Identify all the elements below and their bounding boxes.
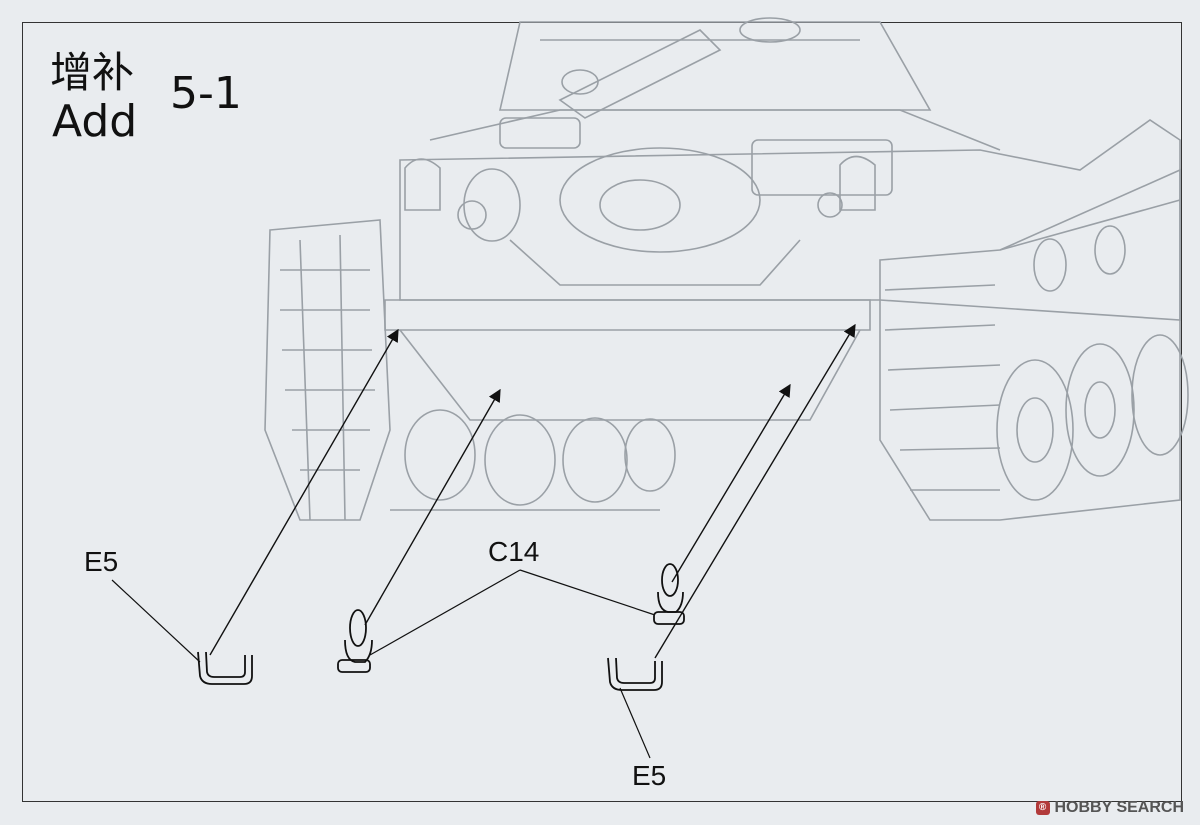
label-e5-left: E5 [84,546,119,577]
arrow-c14-left [364,388,501,626]
step-number: 5-1 [170,68,242,119]
part-e5-right [607,657,663,691]
part-c14-right [653,563,685,625]
watermark: ® HOBBY SEARCH [1035,799,1185,817]
title-chinese: 增补 [50,48,135,97]
label-e5-right: E5 [632,760,667,791]
arrow-e5-left [209,328,399,656]
title-english: Add [52,96,138,147]
arrow-e5-right [654,323,856,659]
callout-leaders [111,569,656,759]
label-c14: C14 [488,536,540,567]
assembly-arrows [209,323,856,659]
tank-line-art [264,17,1189,521]
part-e5-left [197,651,253,685]
watermark-logo-icon: ® [1035,801,1050,815]
watermark-text: HOBBY SEARCH [1054,799,1185,816]
arrow-c14-right [671,383,791,583]
part-c14-left [337,609,373,673]
